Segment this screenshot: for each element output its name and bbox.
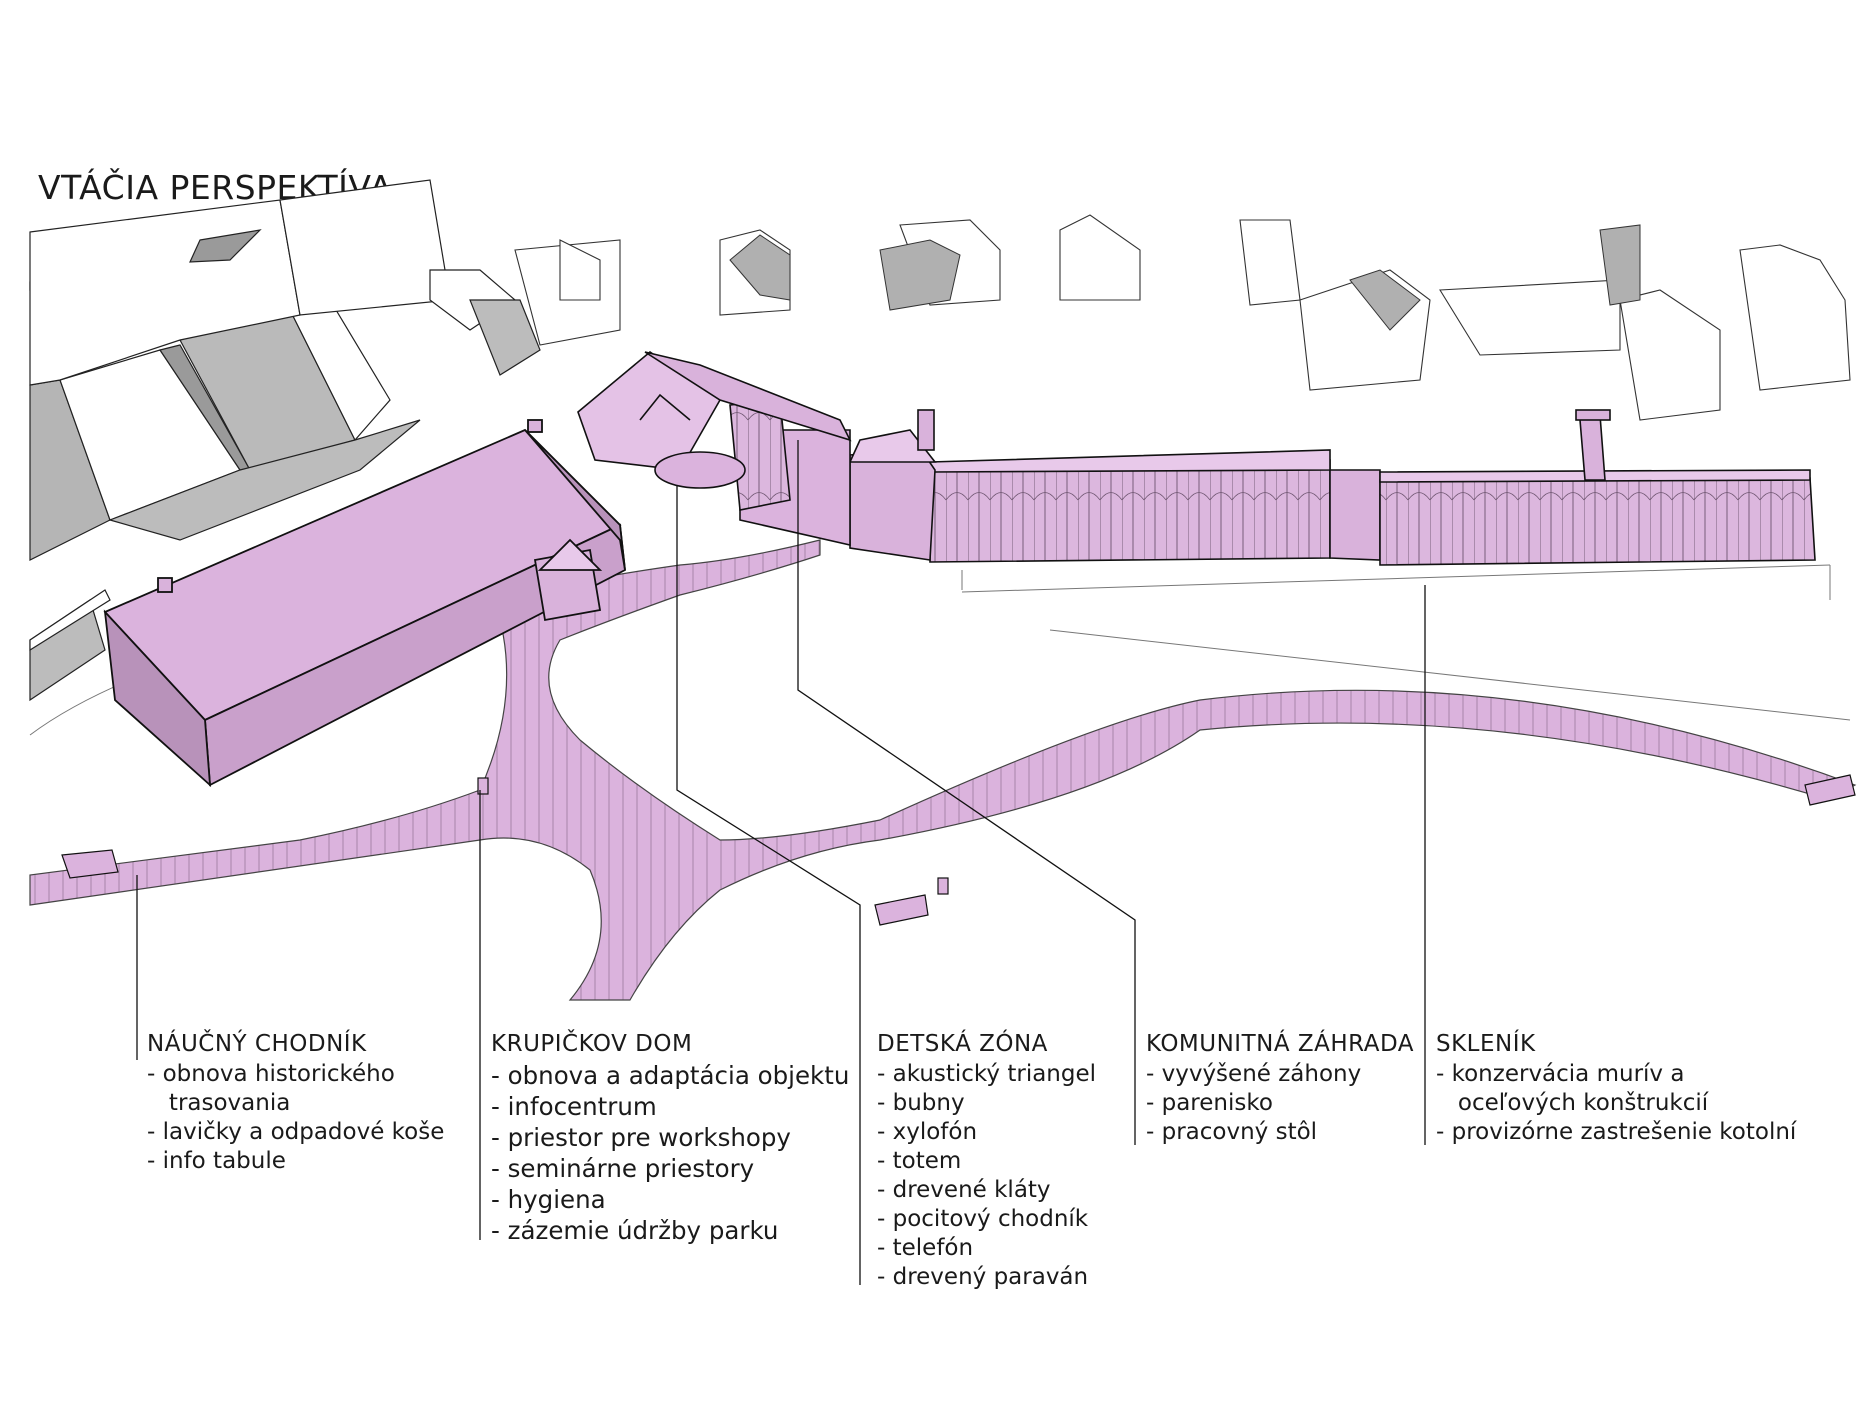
legend-item: - drevený paraván — [877, 1264, 1089, 1290]
legend-item: - bubny — [877, 1090, 965, 1116]
legend-item: - parenisko — [1146, 1090, 1273, 1116]
legend-item: - priestor pre workshopy — [491, 1123, 791, 1152]
legend-item: - drevené kláty — [877, 1177, 1051, 1203]
legend-item: - obnova historického — [147, 1061, 395, 1087]
legend-komunitna-zahrada: KOMUNITNÁ ZÁHRADA - vyvýšené záhony - pa… — [1146, 1030, 1414, 1147]
legend-heading: KRUPIČKOV DOM — [491, 1031, 693, 1057]
legend-item: - akustický triangel — [877, 1061, 1097, 1087]
children-zone-enclosure — [577, 350, 852, 489]
greenhouse-building — [929, 409, 1816, 566]
legend-krupickov-dom: KRUPIČKOV DOM - obnova a adaptácia objek… — [491, 1030, 849, 1246]
legend-item: - zázemie údržby parku — [491, 1216, 779, 1245]
legend-item: - infocentrum — [491, 1092, 657, 1121]
legend-item: - totem — [877, 1148, 962, 1174]
legend-item: - telefón — [877, 1235, 974, 1261]
legend-heading: KOMUNITNÁ ZÁHRADA — [1146, 1031, 1415, 1057]
legend-item: - pracovný stôl — [1146, 1119, 1318, 1145]
legend-sklenik: SKLENÍK - konzervácia murív a oceľových … — [1436, 1030, 1796, 1147]
legend-item: - xylofón — [877, 1119, 978, 1145]
legend-item: - hygiena — [491, 1185, 606, 1214]
legend-item: trasovania — [147, 1090, 291, 1116]
garden-and-boiler-building — [729, 399, 937, 561]
legend-item: - info tabule — [147, 1148, 286, 1174]
legend-heading: NÁUČNÝ CHODNÍK — [147, 1031, 367, 1057]
legend-item: - obnova a adaptácia objektu — [491, 1061, 850, 1090]
ground-lines — [29, 564, 1851, 736]
legend-item: - lavičky a odpadové koše — [147, 1119, 445, 1145]
context-buildings-left — [29, 179, 541, 702]
legend-item: - provizórne zastrešenie kotolní — [1436, 1119, 1797, 1145]
legend-item: oceľových konštrukcií — [1436, 1090, 1709, 1116]
legend-heading: DETSKÁ ZÓNA — [877, 1031, 1048, 1057]
krupickov-dom-building — [103, 419, 626, 788]
legend-detska-zona: DETSKÁ ZÓNA - akustický triangel - bubny… — [877, 1030, 1096, 1292]
leader-lines — [136, 440, 1426, 1285]
legend-heading: SKLENÍK — [1436, 1031, 1536, 1057]
legend-item: - pocitový chodník — [877, 1206, 1089, 1232]
legend-naucny-chodnik: NÁUČNÝ CHODNÍK - obnova historického tra… — [147, 1030, 444, 1176]
context-buildings-right-roofs — [729, 224, 1641, 331]
legend-item: - konzervácia murív a — [1436, 1061, 1685, 1087]
park-furniture — [61, 774, 1856, 926]
legend-item: - vyvýšené záhony — [1146, 1061, 1362, 1087]
legend-item: - seminárne priestory — [491, 1154, 755, 1183]
